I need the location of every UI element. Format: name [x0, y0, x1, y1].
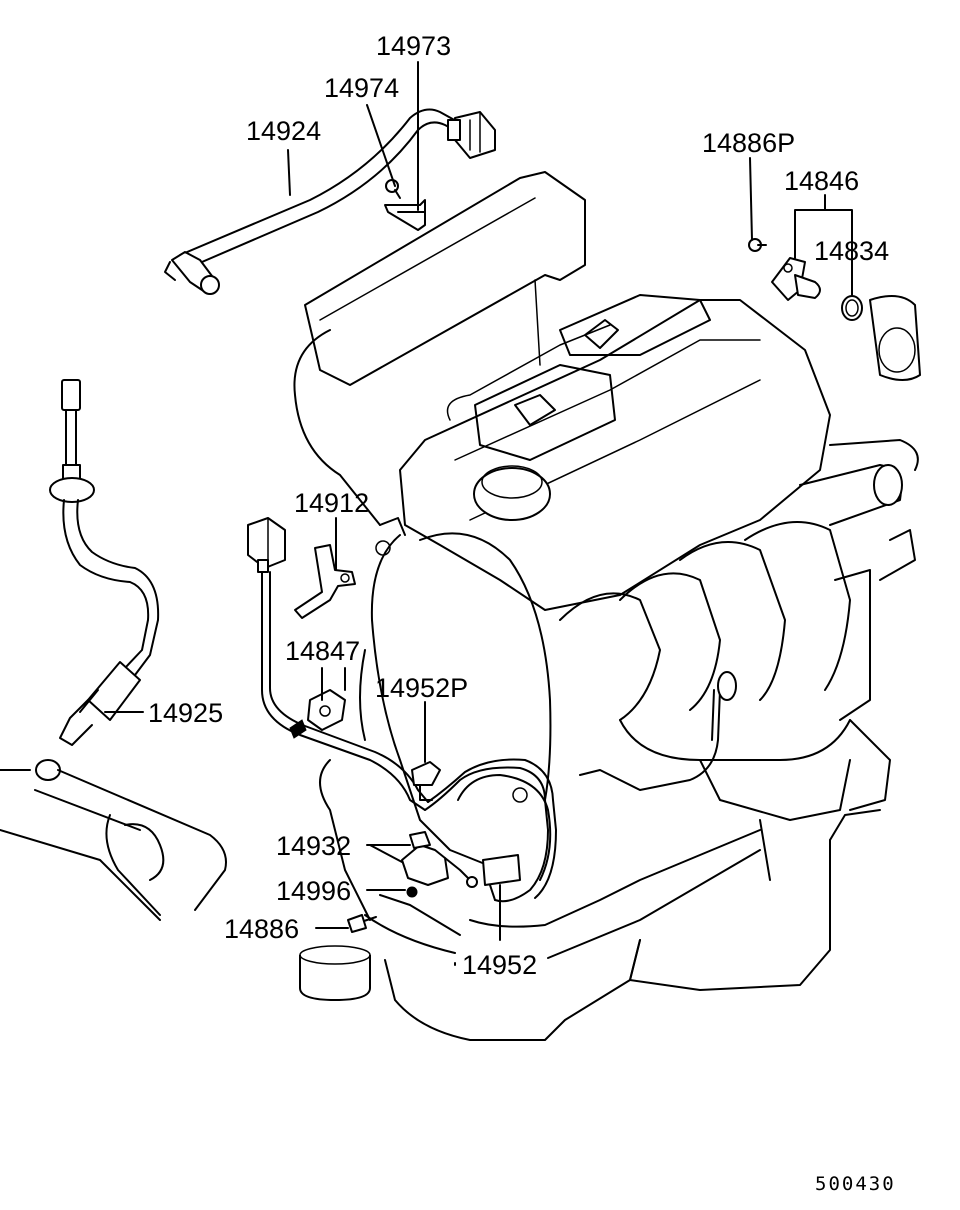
callout-14846: 14846: [784, 166, 859, 196]
bolt-14886P: [748, 238, 767, 252]
callout-14924: 14924: [246, 116, 321, 146]
bracket-14912: [294, 544, 356, 619]
oxygen-sensor: [49, 379, 160, 746]
harness-bracket: [384, 199, 426, 231]
bolt-14886: [347, 914, 377, 933]
leader-14974: [366, 104, 396, 187]
reference-number: 500430: [815, 1173, 896, 1195]
callout-14886P: 14886P: [702, 128, 795, 158]
leader-14952: [364, 849, 761, 966]
o-ring-14834: [841, 295, 863, 321]
oil-filter: [299, 955, 371, 1001]
clamp-14847: [307, 689, 346, 731]
callout-14952: 14952: [462, 950, 537, 980]
callout-14952P: 14952P: [375, 673, 468, 703]
leader-lines: [104, 61, 853, 966]
washer-14996: [406, 886, 418, 898]
oil-filler-cap: [473, 467, 551, 521]
exhaust-pipe: [0, 759, 227, 921]
callout-14974: 14974: [324, 73, 399, 103]
knock-sensor-harness: [164, 108, 496, 295]
leader-14847: [321, 667, 346, 701]
leader-14924: [287, 149, 291, 196]
callout-labels: 14973 14974 14924 14886P 14846 14834 149…: [148, 31, 889, 980]
crank-angle-sensor: [401, 831, 478, 888]
crank-sensor-harness: [247, 517, 737, 903]
leader-14932: [366, 844, 411, 863]
callout-14834: 14834: [814, 236, 889, 266]
leader-14846: [794, 194, 853, 296]
callout-14886: 14886: [224, 914, 299, 944]
clip-14952P: [411, 761, 441, 801]
leader-14886P: [749, 157, 753, 241]
cam-position-sensor: [771, 257, 821, 301]
engine-block-illustration: [293, 171, 921, 1041]
callout-14932: 14932: [276, 831, 351, 861]
callout-14847: 14847: [285, 636, 360, 666]
callout-14925: 14925: [148, 698, 223, 728]
callout-14996: 14996: [276, 876, 351, 906]
clamp-14952: [482, 854, 521, 901]
callout-14973: 14973: [376, 31, 451, 61]
callout-14912: 14912: [294, 488, 369, 518]
